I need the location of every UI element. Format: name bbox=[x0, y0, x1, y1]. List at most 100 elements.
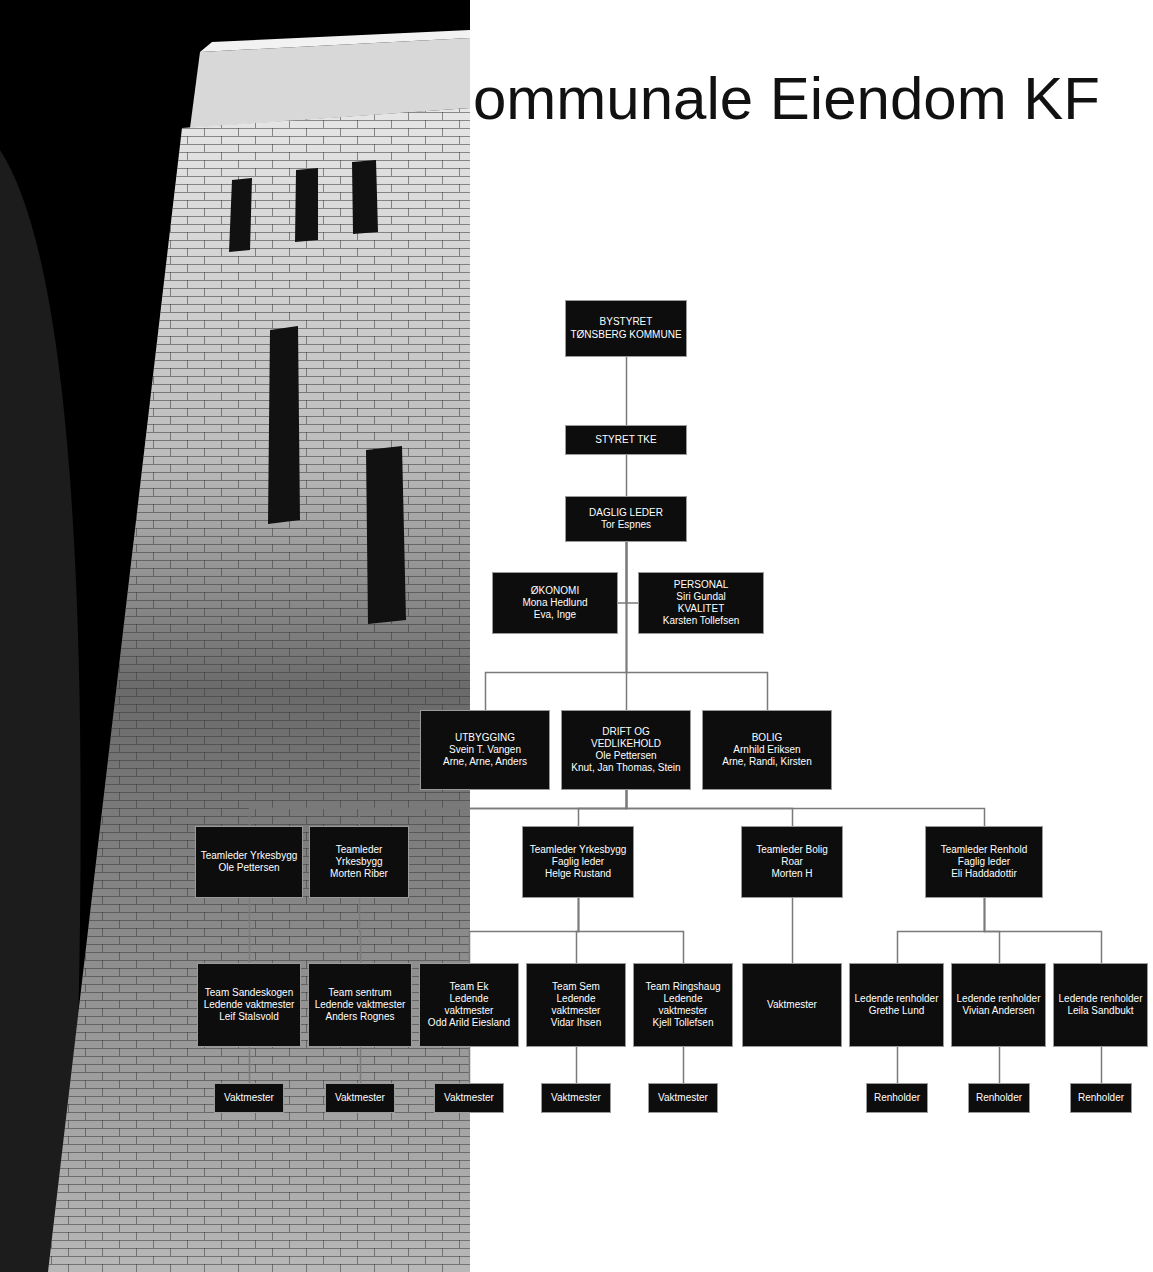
org-box: Teamleder RenholdFaglig lederEli Haddado… bbox=[925, 826, 1043, 898]
box-text: Vaktmester bbox=[767, 999, 817, 1011]
box-text: Leila Sandbukt bbox=[1067, 1005, 1133, 1017]
connector-line bbox=[626, 455, 628, 496]
box-text: Mona Hedlund bbox=[522, 597, 587, 609]
chart-title: ommunale Eiendom KF bbox=[473, 66, 1100, 132]
box-text: Vaktmester bbox=[335, 1092, 385, 1104]
box-text: Vaktmester bbox=[658, 1092, 708, 1104]
box-text: BOLIG bbox=[752, 732, 783, 744]
box-text: Ledende renholder bbox=[957, 993, 1041, 1005]
org-box: Vaktmester bbox=[214, 1083, 284, 1113]
connector-line bbox=[360, 790, 627, 826]
box-text: Ledende renholder bbox=[1059, 993, 1143, 1005]
box-text: Team Ringshaug bbox=[645, 981, 720, 993]
connector-line bbox=[579, 898, 684, 963]
box-text: Renholder bbox=[976, 1092, 1022, 1104]
box-text: Helge Rustand bbox=[545, 868, 611, 880]
box-text: Vaktmester bbox=[551, 1092, 601, 1104]
connector-line bbox=[999, 1047, 1001, 1083]
box-text: Faglig leder bbox=[958, 856, 1010, 868]
tower-window bbox=[352, 160, 378, 234]
connector-line bbox=[683, 1047, 685, 1083]
org-box: Teamleder YrkesbyggOle Pettersen bbox=[195, 826, 303, 898]
box-text: STYRET TKE bbox=[595, 434, 656, 446]
connector-line bbox=[249, 898, 251, 963]
connector-line bbox=[627, 542, 639, 603]
org-box: Team sentrumLedende vaktmesterAnders Rog… bbox=[308, 963, 412, 1047]
box-text: Arnhild Eriksen bbox=[733, 744, 800, 756]
connector-line bbox=[469, 1047, 471, 1083]
org-box: Team SemLedende vaktmesterVidar Ihsen bbox=[526, 963, 626, 1047]
box-text: PERSONAL bbox=[674, 579, 728, 591]
box-text: Teamleder Bolig bbox=[756, 844, 828, 856]
box-text: Team sentrum bbox=[328, 987, 391, 999]
connector-line bbox=[985, 898, 1000, 963]
box-text: Renholder bbox=[874, 1092, 920, 1104]
box-text: Roar bbox=[781, 856, 803, 868]
connector-line bbox=[897, 1047, 899, 1083]
connector-line bbox=[486, 542, 627, 710]
org-box: Vaktmester bbox=[742, 963, 842, 1047]
box-text: Vidar Ihsen bbox=[551, 1017, 601, 1029]
box-text: Arne, Randi, Kirsten bbox=[722, 756, 812, 768]
tower-cornice bbox=[200, 30, 470, 52]
box-text: Svein T. Vangen bbox=[449, 744, 521, 756]
box-text: Vivian Andersen bbox=[962, 1005, 1034, 1017]
tower-window bbox=[366, 446, 406, 624]
box-text: Eli Haddadottir bbox=[951, 868, 1017, 880]
box-text: UTBYGGING bbox=[455, 732, 515, 744]
org-box: Vaktmester bbox=[541, 1083, 611, 1113]
box-text: Siri Gundal bbox=[676, 591, 725, 603]
org-box: Teamleder YrkesbyggMorten Riber bbox=[309, 826, 409, 898]
box-text: Ole Pettersen bbox=[595, 750, 656, 762]
box-text: DRIFT OG VEDLIKEHOLD bbox=[566, 726, 686, 750]
connector-line bbox=[626, 357, 628, 425]
black-panel bbox=[0, 0, 470, 1272]
connector-line bbox=[470, 898, 579, 963]
box-text: Eva, Inge bbox=[534, 609, 576, 621]
box-text: Team Sem bbox=[552, 981, 600, 993]
box-text: Odd Arild Eiesland bbox=[428, 1017, 510, 1029]
connector-line bbox=[360, 1047, 362, 1083]
box-text: Arne, Arne, Anders bbox=[443, 756, 527, 768]
org-box: ØKONOMIMona HedlundEva, Inge bbox=[492, 572, 618, 634]
connector-line bbox=[985, 898, 1102, 963]
box-text: Teamleder Yrkesbygg bbox=[314, 844, 404, 868]
connector-line bbox=[898, 898, 985, 963]
org-box: UTBYGGINGSvein T. VangenArne, Arne, Ande… bbox=[420, 710, 550, 790]
box-text: Ledende vaktmester bbox=[204, 999, 295, 1011]
org-box: Team SandeskogenLedende vaktmesterLeif S… bbox=[197, 963, 301, 1047]
box-text: Team Ek bbox=[450, 981, 489, 993]
box-text: Grethe Lund bbox=[869, 1005, 925, 1017]
box-text: Faglig leder bbox=[552, 856, 604, 868]
box-text: Teamleder Yrkesbygg bbox=[530, 844, 627, 856]
box-text: Leif Stalsvold bbox=[219, 1011, 278, 1023]
tower-window bbox=[229, 178, 252, 252]
box-text: Morten H bbox=[771, 868, 812, 880]
org-box: PERSONALSiri GundalKVALITETKarsten Tolle… bbox=[638, 572, 764, 634]
org-box: Ledende renholderGrethe Lund bbox=[849, 963, 944, 1047]
org-box: Teamleder BoligRoarMorten H bbox=[741, 826, 843, 898]
box-text: Anders Rognes bbox=[326, 1011, 395, 1023]
box-text: Ledende renholder bbox=[855, 993, 939, 1005]
org-box: Vaktmester bbox=[648, 1083, 718, 1113]
connector-line bbox=[627, 790, 985, 826]
box-text: Ledende vaktmester bbox=[424, 993, 514, 1017]
org-box: Renholder bbox=[866, 1083, 928, 1113]
box-text: TØNSBERG KOMMUNE bbox=[570, 329, 681, 341]
connector-line bbox=[579, 790, 627, 826]
org-box: Teamleder YrkesbyggFaglig lederHelge Rus… bbox=[522, 826, 634, 898]
box-text: Ledende vaktmester bbox=[638, 993, 728, 1017]
org-box: Vaktmester bbox=[434, 1083, 504, 1113]
org-box: Ledende renholderVivian Andersen bbox=[951, 963, 1046, 1047]
box-text: Kjell Tollefsen bbox=[653, 1017, 714, 1029]
box-text: Vaktmester bbox=[224, 1092, 274, 1104]
box-text: Ledende vaktmester bbox=[531, 993, 621, 1017]
org-box: Team RingshaugLedende vaktmesterKjell To… bbox=[633, 963, 733, 1047]
box-text: Tor Espnes bbox=[601, 519, 651, 531]
org-box: Renholder bbox=[1070, 1083, 1132, 1113]
org-box: STYRET TKE bbox=[565, 425, 687, 455]
org-box: DRIFT OG VEDLIKEHOLDOle PettersenKnut, J… bbox=[561, 710, 691, 790]
box-text: Teamleder Renhold bbox=[941, 844, 1028, 856]
